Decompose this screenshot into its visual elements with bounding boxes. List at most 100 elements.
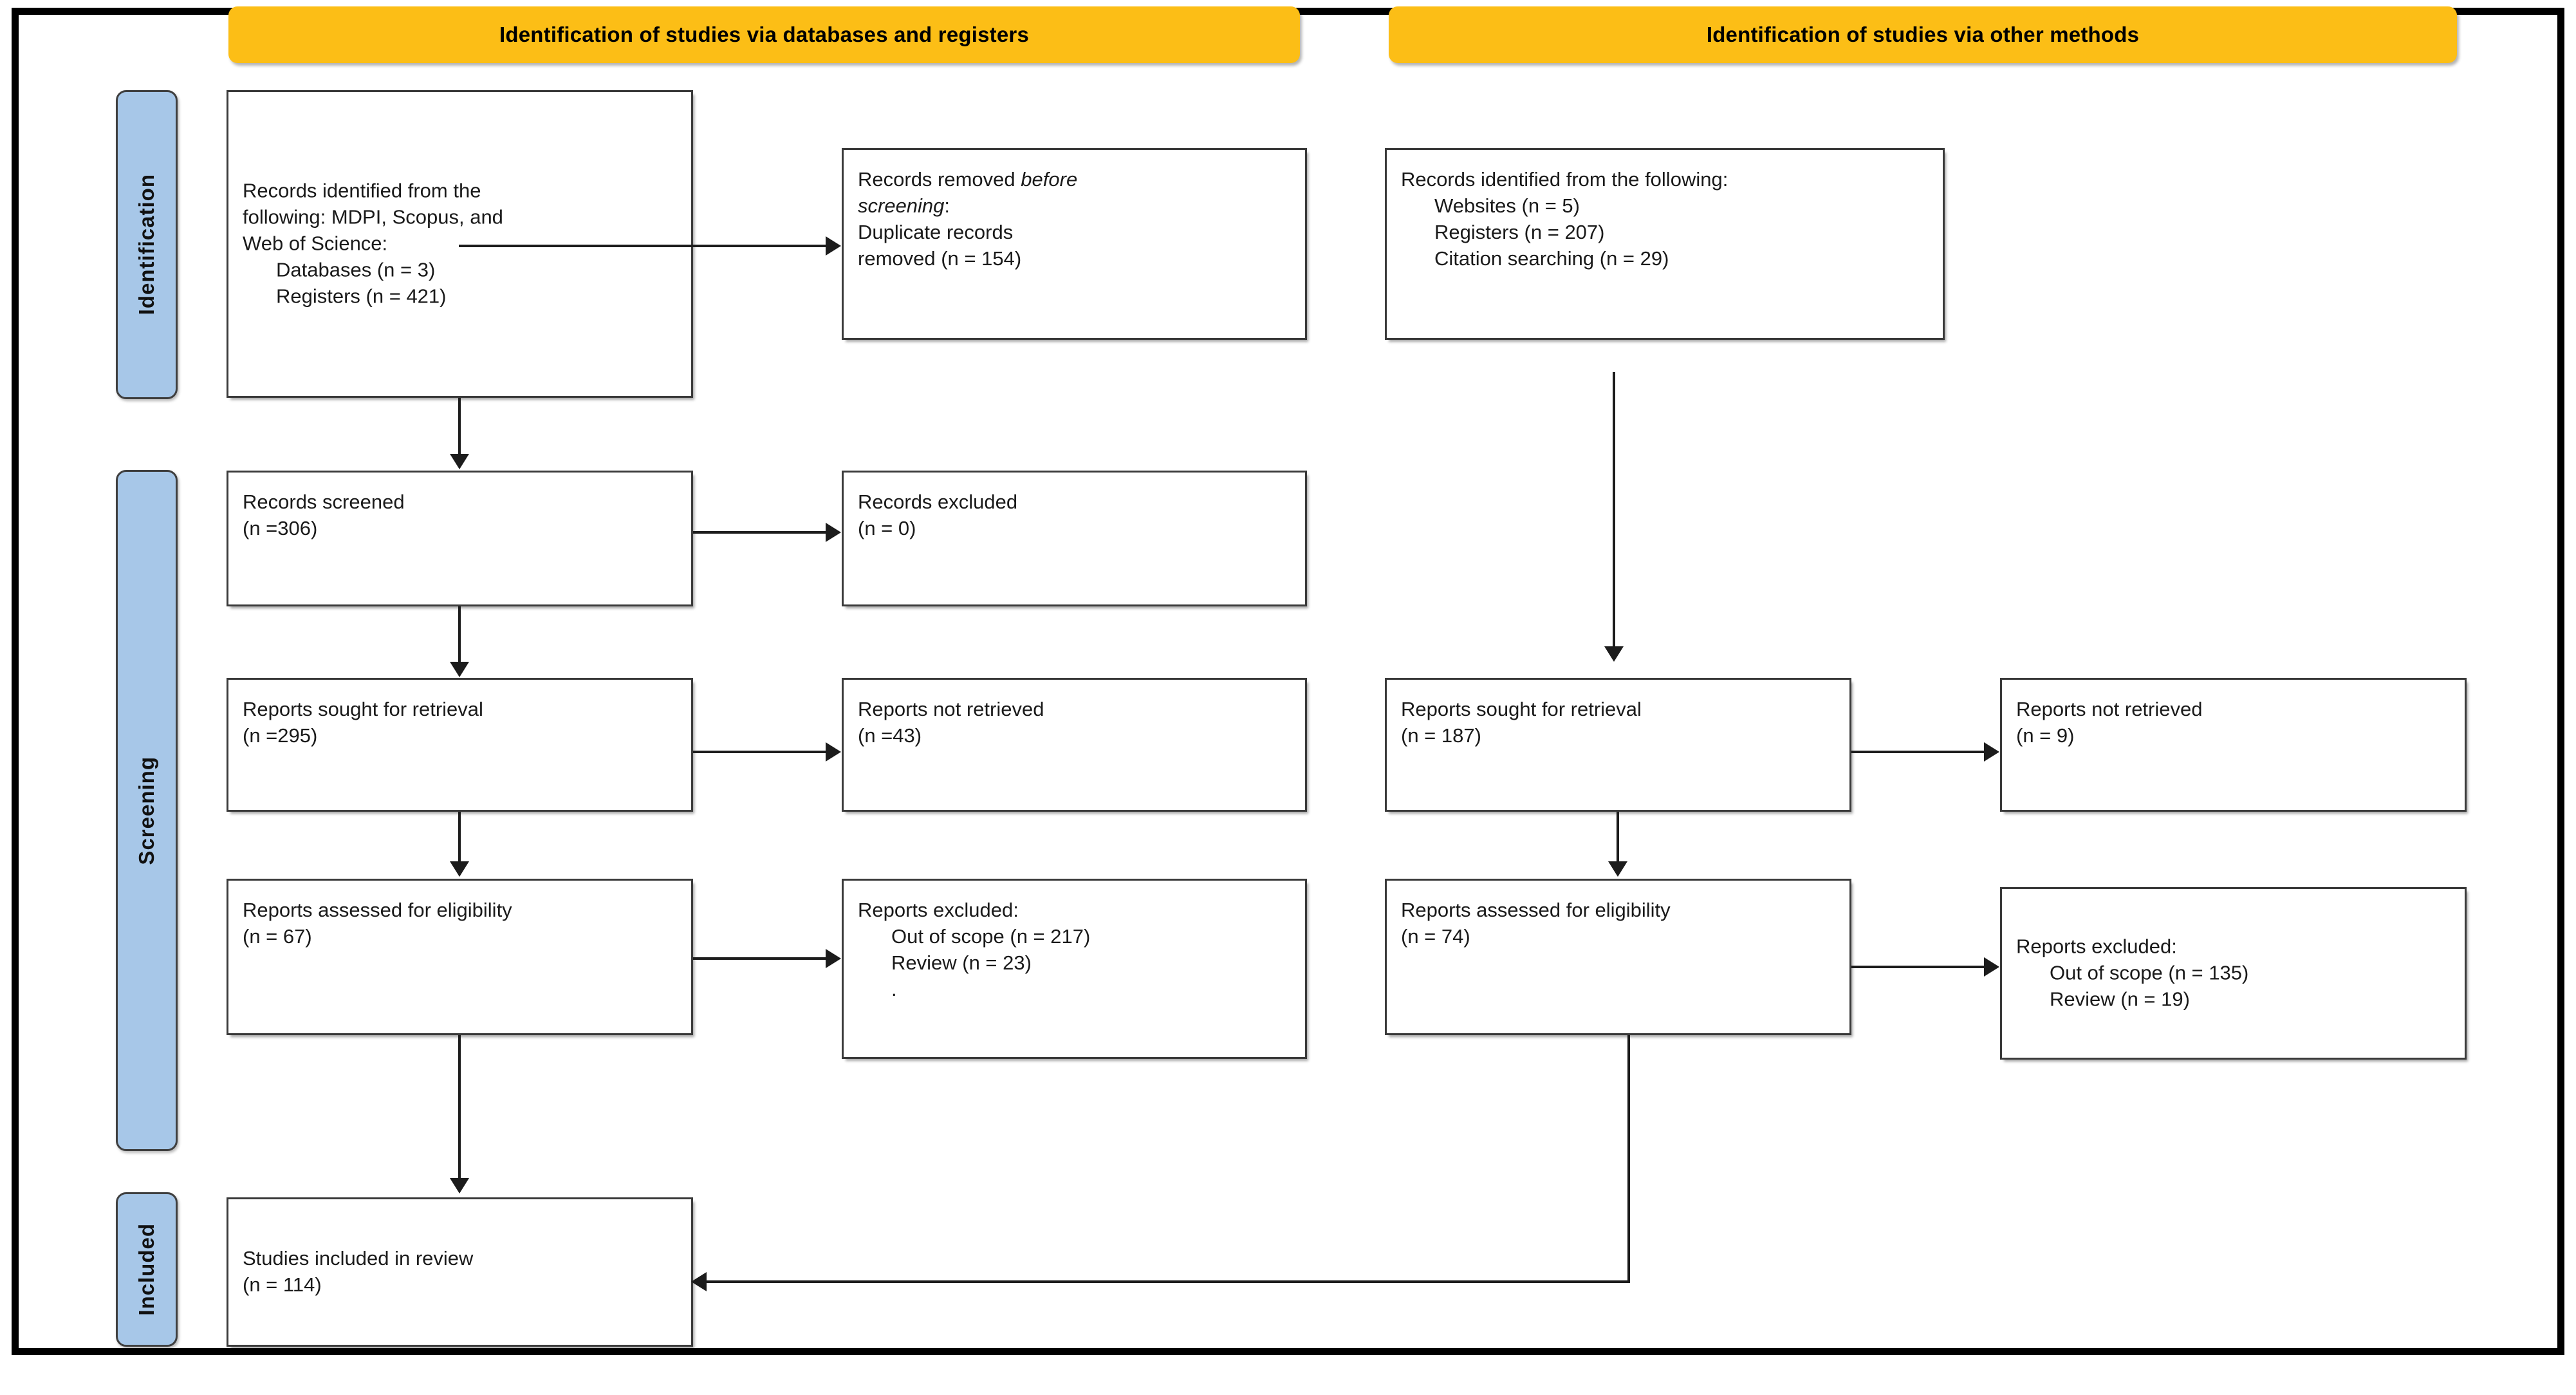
box-reports-excluded-right: Reports excluded: Out of scope (n = 135) R…: [2000, 887, 2467, 1060]
box-reports-excluded-left-text: Reports excluded: Out of scope (n = 217) R…: [858, 897, 1299, 1003]
connector-sought-to-assessed-left: [458, 812, 461, 862]
box-reports-sought-right: Reports sought for retrieval (n = 187): [1385, 678, 1851, 812]
box-reports-excluded-left-item-review: Review (n = 23): [891, 951, 1032, 974]
box-records-removed: Records removed before screening: Duplicat…: [842, 148, 1307, 340]
box-records-excluded-text: Records excluded (n = 0): [858, 489, 1299, 542]
box-reports-not-retrieved-left: Reports not retrieved (n =43): [842, 678, 1307, 812]
box-reports-assessed-left-count: (n = 67): [243, 924, 312, 948]
stage-tab-screening: Screening: [116, 470, 178, 1151]
banner-other-methods: Identification of studies via other meth…: [1389, 6, 2457, 63]
box-reports-assessed-right-title: Reports assessed for eligibility: [1401, 899, 1671, 921]
box-reports-assessed-right-text: Reports assessed for eligibility (n = 74): [1401, 897, 1843, 950]
box-records-identified-line3: Web of Science:: [243, 232, 388, 255]
box-reports-not-retrieved-right-text: Reports not retrieved (n = 9): [2016, 697, 2458, 749]
box-studies-included: Studies included in review (n = 114): [227, 1197, 693, 1347]
box-reports-sought-left-title: Reports sought for retrieval: [243, 698, 483, 720]
box-reports-not-retrieved-right-title: Reports not retrieved: [2016, 698, 2203, 720]
box-reports-assessed-left-text: Reports assessed for eligibility (n = 67): [243, 897, 685, 950]
arrow-identified-to-removed: [826, 236, 841, 256]
box-records-excluded-title: Records excluded: [858, 491, 1018, 513]
box-reports-assessed-left-title: Reports assessed for eligibility: [243, 899, 512, 921]
box-records-removed-emphasis-before: before: [1021, 168, 1078, 191]
box-records-identified-other-item-registers: Registers (n = 207): [1434, 220, 1605, 243]
stage-tab-included: Included: [116, 1192, 178, 1347]
stage-tab-identification: Identification: [116, 90, 178, 399]
box-records-removed-text: Records removed before screening: Duplicat…: [858, 167, 1299, 272]
banner-databases-registers-label: Identification of studies via databases …: [499, 23, 1029, 46]
box-reports-sought-left-text: Reports sought for retrieval (n =295): [243, 697, 685, 749]
stage-tab-included-label: Included: [134, 1223, 158, 1316]
box-reports-not-retrieved-right: Reports not retrieved (n = 9): [2000, 678, 2467, 812]
box-reports-not-retrieved-right-count: (n = 9): [2016, 724, 2075, 747]
arrow-sought-to-not-retrieved-left: [826, 742, 841, 762]
banner-other-methods-label: Identification of studies via other meth…: [1706, 23, 2140, 46]
box-studies-included-text: Studies included in review (n = 114): [243, 1246, 685, 1298]
box-reports-not-retrieved-left-count: (n =43): [858, 724, 922, 747]
box-records-removed-line3: Duplicate records: [858, 220, 1014, 243]
box-reports-assessed-right-count: (n = 74): [1401, 924, 1470, 948]
box-records-screened-text: Records screened (n =306): [243, 489, 685, 542]
box-records-removed-emphasis-screening: screening: [858, 194, 945, 217]
banner-databases-registers: Identification of studies via databases …: [228, 6, 1300, 63]
connector-assessed-to-included: [458, 1035, 461, 1179]
box-records-excluded-count: (n = 0): [858, 516, 916, 539]
arrow-assessed-to-included: [450, 1178, 469, 1194]
box-reports-excluded-left-item-out-of-scope: Out of scope (n = 217): [891, 924, 1091, 948]
box-reports-sought-right-title: Reports sought for retrieval: [1401, 698, 1642, 720]
box-reports-sought-left: Reports sought for retrieval (n =295): [227, 678, 693, 812]
connector-sought-to-assessed-right: [1617, 812, 1619, 862]
box-reports-excluded-right-item-out-of-scope: Out of scope (n = 135): [2050, 961, 2249, 984]
box-reports-assessed-right: Reports assessed for eligibility (n = 74): [1385, 879, 1851, 1035]
box-records-removed-colon: :: [944, 194, 950, 217]
box-reports-sought-right-count: (n = 187): [1401, 724, 1481, 747]
arrow-sought-to-assessed-left: [450, 861, 469, 877]
box-reports-sought-right-text: Reports sought for retrieval (n = 187): [1401, 697, 1843, 749]
box-reports-excluded-left-title: Reports excluded:: [858, 899, 1019, 921]
box-reports-not-retrieved-left-title: Reports not retrieved: [858, 698, 1044, 720]
box-records-screened: Records screened (n =306): [227, 471, 693, 606]
box-records-excluded: Records excluded (n = 0): [842, 471, 1307, 606]
connector-assessed-to-excluded-right: [1851, 966, 1984, 968]
box-records-identified-other-item-citation: Citation searching (n = 29): [1434, 247, 1669, 270]
box-reports-not-retrieved-left-text: Reports not retrieved (n =43): [858, 697, 1299, 749]
box-records-removed-line4: removed (n = 154): [858, 247, 1022, 270]
box-records-removed-lead: Records removed: [858, 168, 1021, 191]
arrow-sought-to-assessed-right: [1608, 861, 1627, 877]
box-reports-excluded-left-trailing-mark: .: [891, 977, 897, 1000]
box-reports-excluded-left: Reports excluded: Out of scope (n = 217) R…: [842, 879, 1307, 1059]
arrow-screened-to-excluded: [826, 523, 841, 542]
box-records-identified-item-registers: Registers (n = 421): [276, 285, 447, 308]
stage-tab-screening-label: Screening: [134, 756, 158, 865]
box-records-screened-count: (n =306): [243, 516, 318, 539]
box-reports-excluded-right-text: Reports excluded: Out of scope (n = 135) R…: [2016, 934, 2458, 1013]
arrow-identified-to-screened: [450, 454, 469, 469]
connector-assessed-to-excluded-left: [693, 957, 826, 960]
connector-other-identified-to-sought-right: [1613, 372, 1615, 648]
box-records-screened-title: Records screened: [243, 491, 405, 513]
connector-right-branch-vertical: [1627, 1035, 1630, 1283]
stage-tab-identification-label: Identification: [134, 174, 158, 315]
box-records-identified-other-item-websites: Websites (n = 5): [1434, 194, 1580, 217]
connector-identified-to-removed: [459, 245, 826, 247]
box-reports-excluded-right-item-review: Review (n = 19): [2050, 988, 2190, 1011]
arrow-right-branch-into-included: [691, 1272, 707, 1291]
box-studies-included-count: (n = 114): [243, 1273, 322, 1296]
box-records-identified-line2: following: MDPI, Scopus, and: [243, 205, 503, 229]
connector-screened-to-sought: [458, 606, 461, 663]
box-records-identified-other: Records identified from the following: We…: [1385, 148, 1945, 340]
box-reports-assessed-left: Reports assessed for eligibility (n = 67): [227, 879, 693, 1035]
box-studies-included-title: Studies included in review: [243, 1247, 474, 1270]
box-records-identified-other-title: Records identified from the following:: [1401, 168, 1728, 191]
arrow-assessed-to-excluded-right: [1984, 957, 1999, 977]
box-records-identified-item-databases: Databases (n = 3): [276, 258, 436, 281]
box-records-identified-other-text: Records identified from the following: We…: [1401, 167, 1936, 272]
arrow-assessed-to-excluded-left: [826, 949, 841, 968]
box-reports-sought-left-count: (n =295): [243, 724, 318, 747]
box-reports-excluded-right-title: Reports excluded:: [2016, 935, 2177, 958]
connector-identified-to-screened: [458, 398, 461, 456]
arrow-other-identified-to-sought-right: [1604, 646, 1624, 662]
connector-sought-to-not-retrieved-right: [1851, 751, 1984, 753]
